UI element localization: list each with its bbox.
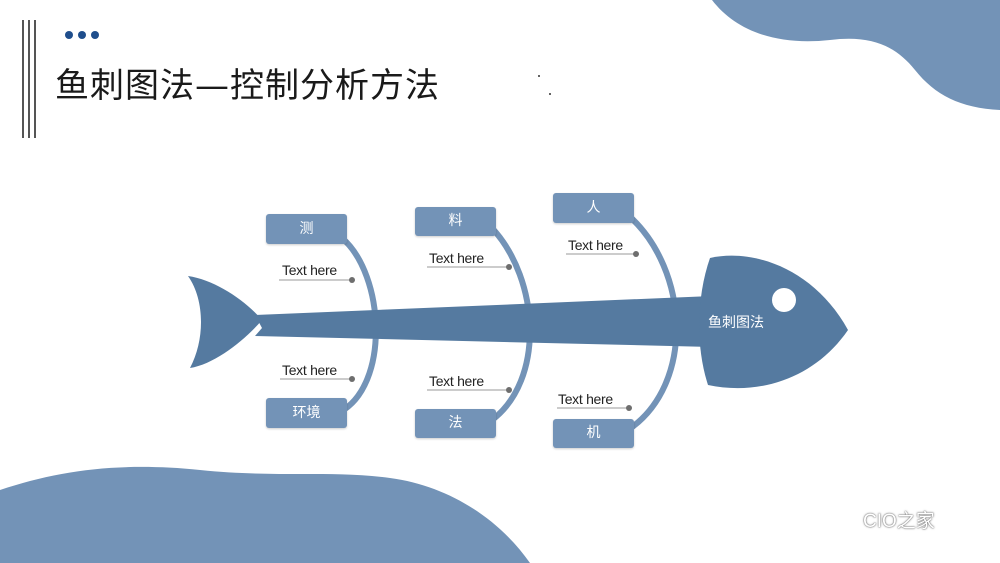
title-dot: [78, 31, 86, 39]
connector-dot: [633, 251, 639, 257]
category-box-bottom-left: 环境: [266, 398, 347, 428]
title-dot: [91, 31, 99, 39]
category-box-top-right: 人: [553, 193, 634, 223]
fish-tail: [188, 276, 262, 368]
title-bar-3: [34, 20, 36, 138]
watermark-text: CIO之家: [863, 511, 935, 532]
fish-eye: [772, 288, 796, 312]
connector-dot: [506, 387, 512, 393]
connector-dot: [349, 277, 355, 283]
bottom-left-blob: [0, 466, 530, 563]
connector-dot: [349, 376, 355, 382]
label-bottom-mid: Text here: [429, 373, 484, 389]
label-top-right: Text here: [568, 237, 623, 253]
label-bottom-right: Text here: [558, 391, 613, 407]
category-box-bottom-right: 机: [553, 419, 634, 448]
label-top-mid: Text here: [429, 250, 484, 266]
title-bar-2: [28, 20, 30, 138]
label-bottom-left: Text here: [282, 362, 337, 378]
wechat-icon: [829, 509, 859, 531]
fish-head-label: 鱼刺图法: [708, 315, 764, 331]
category-box-top-left: 测: [266, 214, 347, 244]
top-right-blob: [712, 0, 1000, 110]
category-box-top-mid: 料: [415, 207, 496, 236]
connector-dot: [506, 264, 512, 270]
fish-head: [699, 255, 848, 389]
watermark: CIO之家: [828, 506, 935, 533]
connector-dot: [626, 405, 632, 411]
title-bar-1: [22, 20, 24, 138]
page-title: 鱼刺图法—控制分析方法: [55, 66, 440, 106]
category-box-bottom-mid: 法: [415, 409, 496, 438]
title-dots: [65, 24, 104, 43]
label-top-left: Text here: [282, 262, 337, 278]
title-dot: [65, 31, 73, 39]
fish-spine: [255, 296, 712, 347]
